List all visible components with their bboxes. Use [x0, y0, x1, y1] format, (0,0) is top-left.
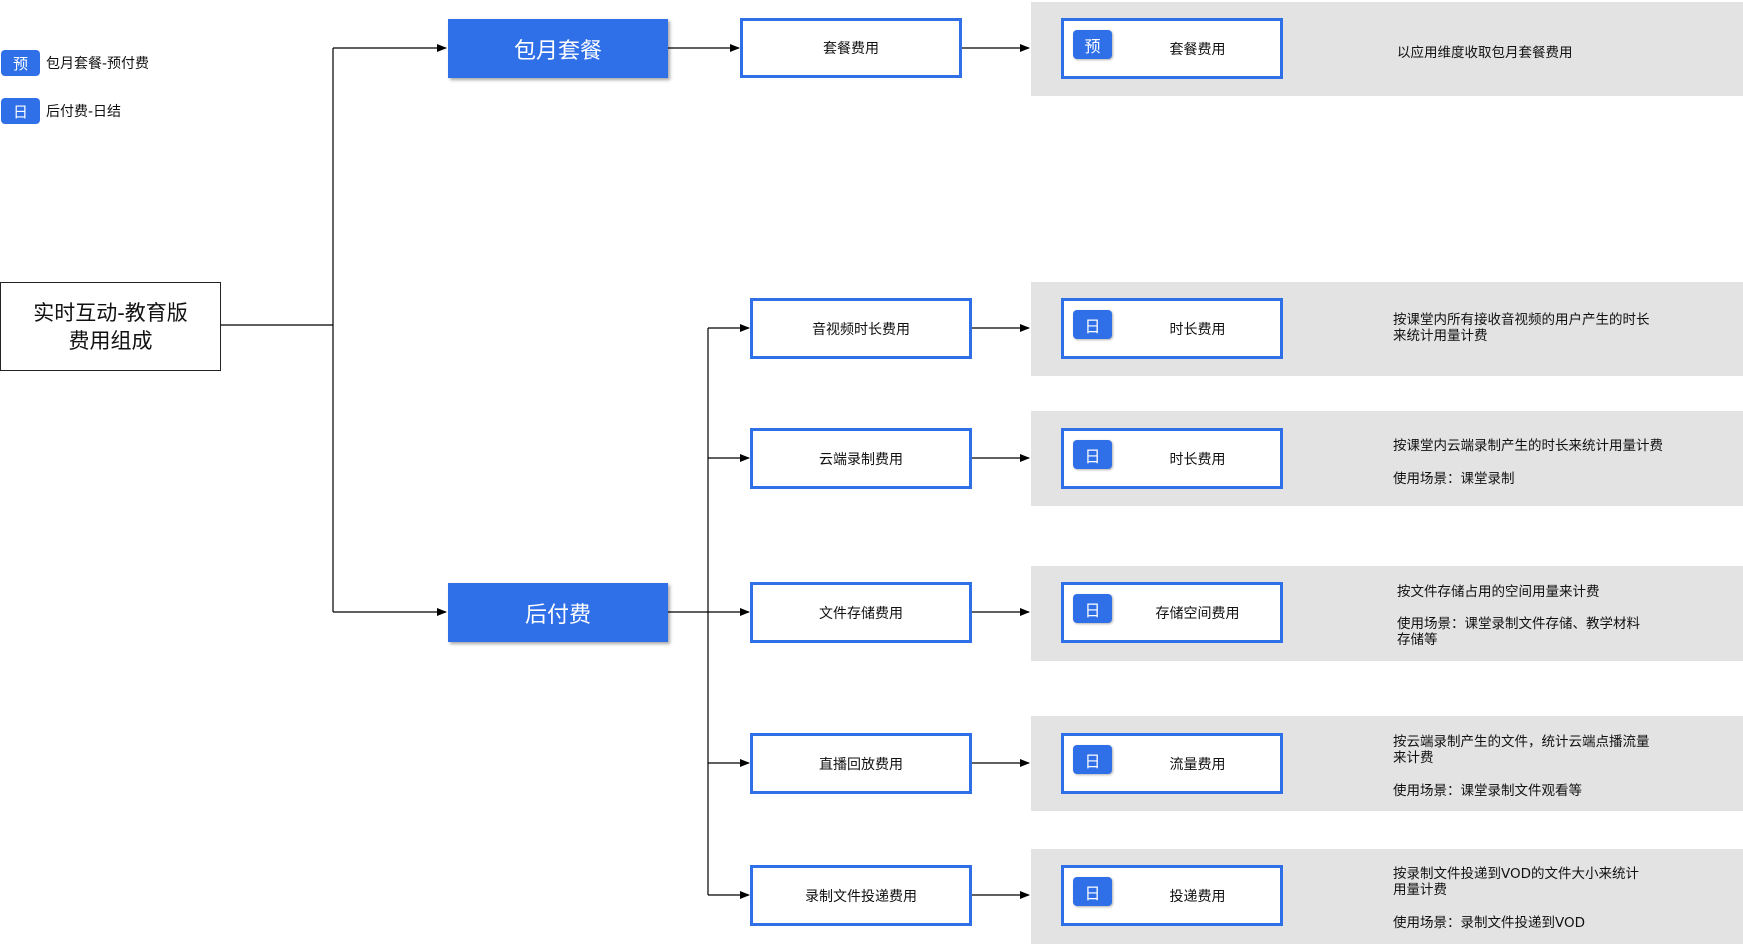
fee-box: 日 流量费用: [1061, 733, 1283, 794]
fee-label: 存储空间费用: [1155, 605, 1240, 622]
description-line: 按课堂内所有接收音视频的用户产生的时长: [1393, 312, 1650, 328]
item-recording-delivery-fee: 录制文件投递费用: [750, 865, 972, 926]
fee-description: 按课堂内云端录制产生的时长来统计用量计费 使用场景：课堂录制: [1393, 438, 1663, 487]
description-line: 使用场景：课堂录制文件观看等: [1393, 783, 1582, 799]
fee-label: 时长费用: [1169, 321, 1226, 338]
item-live-replay-fee: 直播回放费用: [750, 733, 972, 794]
description-line: 按课堂内云端录制产生的时长来统计用量计费: [1393, 438, 1663, 454]
description-line: 按录制文件投递到VOD的文件大小来统计: [1393, 866, 1640, 882]
fee-description: 以应用维度收取包月套餐费用: [1397, 45, 1573, 61]
description-spacer: [1393, 898, 1639, 915]
fee-label: 套餐费用: [1169, 41, 1226, 58]
category-postpaid: 后付费: [448, 583, 668, 642]
description-line: 按云端录制产生的文件，统计云端点播流量: [1393, 734, 1650, 750]
fee-box: 日 时长费用: [1061, 428, 1283, 489]
item-package-fee: 套餐费用: [740, 18, 962, 78]
description-line: 使用场景：录制文件投递到VOD: [1393, 915, 1586, 931]
description-spacer: [1397, 600, 1640, 616]
description-line: 以应用维度收取包月套餐费用: [1397, 45, 1573, 61]
category-monthly-package: 包月套餐: [448, 19, 668, 78]
fee-box: 日 存储空间费用: [1061, 582, 1283, 643]
description-line: 使用场景：课堂录制: [1393, 471, 1515, 487]
fee-box: 日 时长费用: [1061, 298, 1283, 359]
daily-badge: 日: [1073, 310, 1112, 339]
prepaid-badge: 预: [1073, 30, 1112, 59]
daily-badge: 日: [1073, 594, 1112, 623]
item-av-duration-fee: 音视频时长费用: [750, 298, 972, 359]
fee-description: 按录制文件投递到VOD的文件大小来统计 用量计费 使用场景：录制文件投递到VOD: [1393, 866, 1639, 931]
root-node: 实时互动-教育版 费用组成: [0, 282, 221, 371]
fee-box: 日 投递费用: [1061, 865, 1283, 926]
fee-label: 流量费用: [1169, 756, 1226, 773]
fee-description: 按云端录制产生的文件，统计云端点播流量 来计费 使用场景：课堂录制文件观看等: [1393, 734, 1650, 799]
fee-label: 投递费用: [1169, 888, 1226, 905]
legend-daily-badge: 日: [1, 98, 40, 124]
description-line: 使用场景：课堂录制文件存储、教学材料: [1397, 616, 1640, 632]
fee-description: 按文件存储占用的空间用量来计费 使用场景：课堂录制文件存储、教学材料 存储等: [1397, 584, 1640, 648]
fee-box: 预 套餐费用: [1061, 18, 1283, 79]
legend-prepaid-badge: 预: [1, 50, 40, 76]
description-line: 按文件存储占用的空间用量来计费: [1397, 584, 1600, 600]
legend-prepaid-text: 包月套餐-预付费: [46, 56, 150, 72]
fee-label: 时长费用: [1169, 451, 1226, 468]
fee-description: 按课堂内所有接收音视频的用户产生的时长 来统计用量计费: [1393, 312, 1650, 344]
item-file-storage-fee: 文件存储费用: [750, 582, 972, 643]
description-line: 用量计费: [1393, 882, 1447, 898]
daily-badge: 日: [1073, 745, 1112, 774]
description-spacer: [1393, 766, 1650, 783]
description-line: 来计费: [1393, 750, 1434, 766]
description-spacer: [1393, 454, 1663, 471]
daily-badge: 日: [1073, 877, 1112, 906]
item-cloud-recording-fee: 云端录制费用: [750, 428, 972, 489]
description-line: 存储等: [1397, 632, 1438, 648]
legend-daily-text: 后付费-日结: [46, 104, 122, 120]
description-line: 来统计用量计费: [1393, 328, 1488, 344]
daily-badge: 日: [1073, 440, 1112, 469]
